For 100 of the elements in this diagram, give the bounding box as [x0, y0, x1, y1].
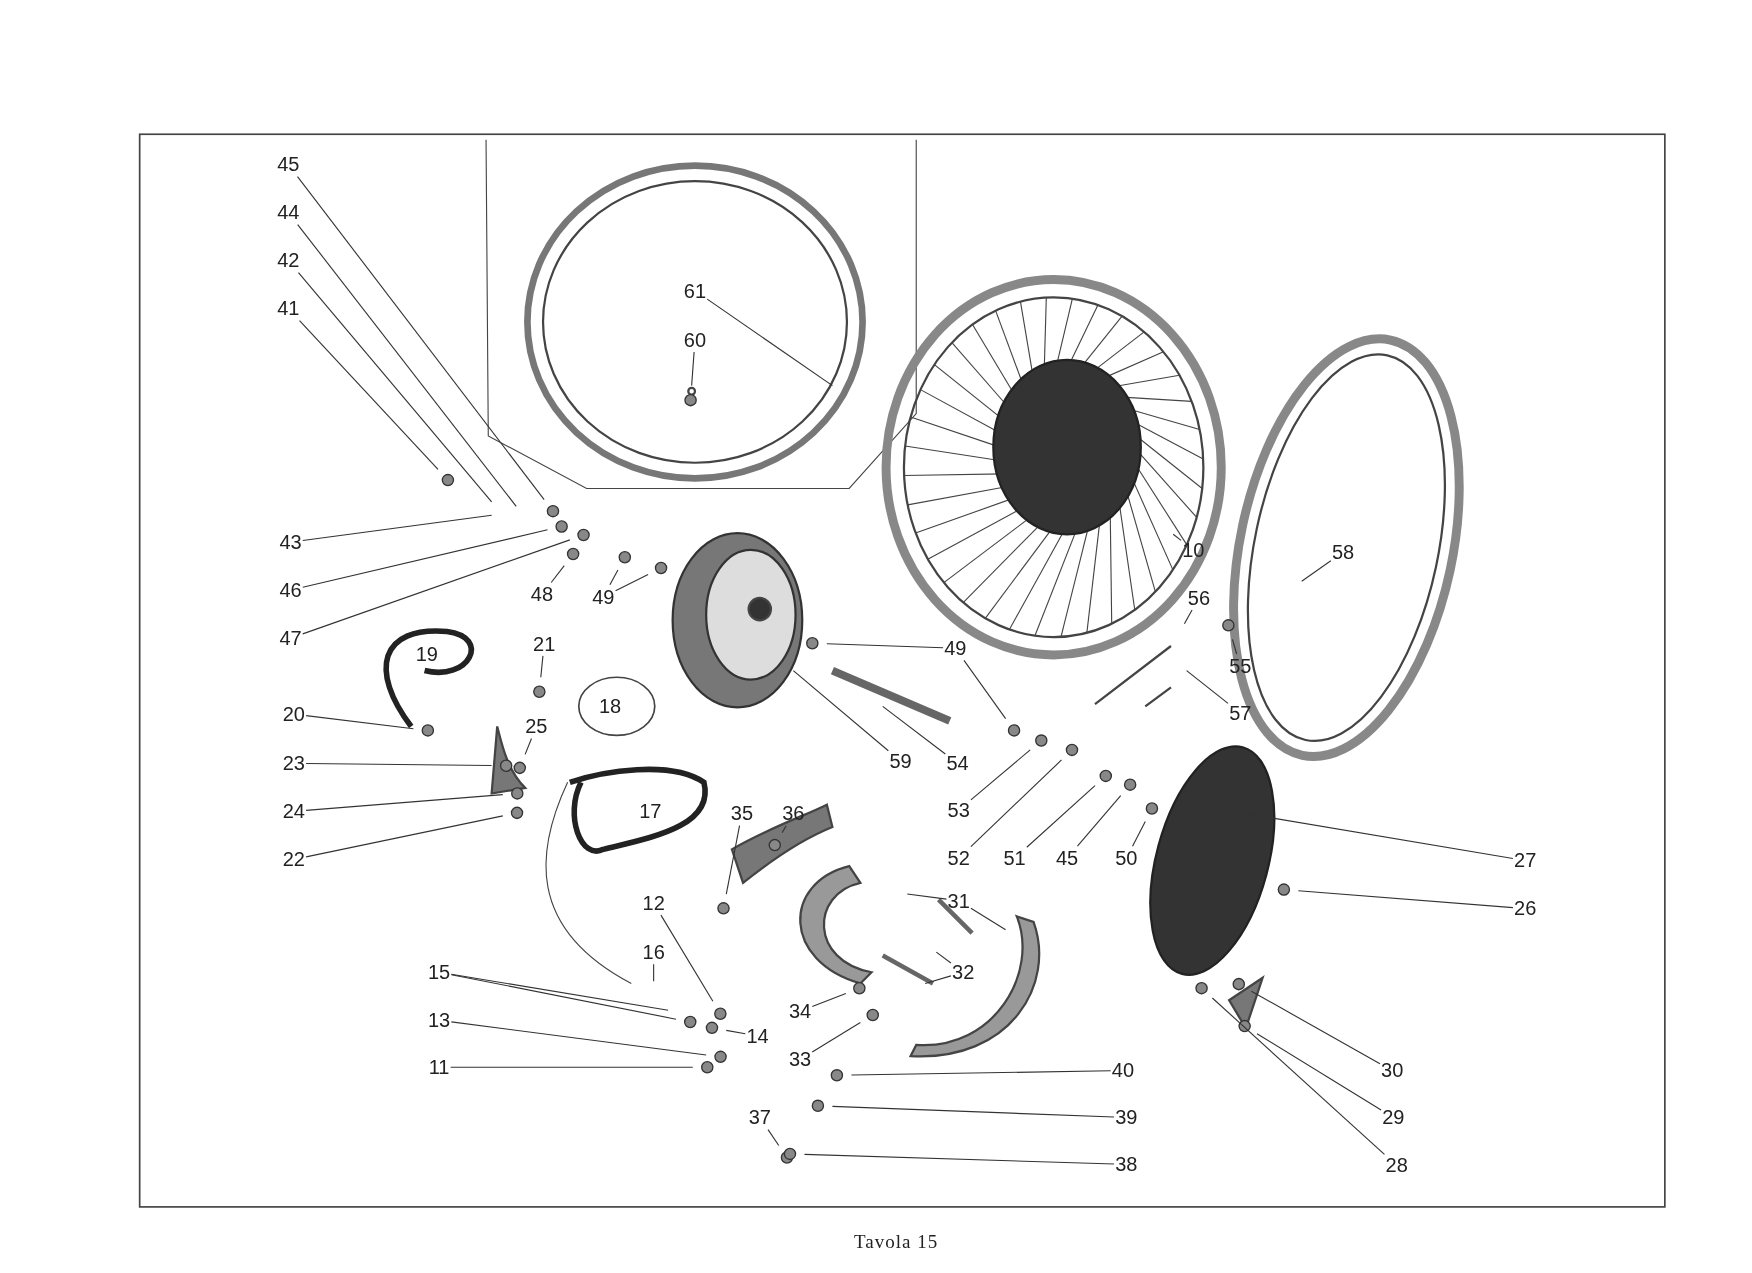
callout-number: 57	[1229, 701, 1252, 724]
callout-number: 16	[642, 940, 665, 963]
callout-number: 11	[428, 1056, 450, 1079]
callout-number: 59	[889, 749, 912, 772]
callout-number: 22	[282, 848, 305, 871]
leader-line	[725, 1029, 746, 1035]
leader-line	[882, 705, 946, 755]
leader-line	[450, 1021, 707, 1056]
leader-line	[831, 1105, 1115, 1118]
leader-line	[781, 825, 787, 834]
callout-number: 60	[683, 328, 707, 351]
leader-line	[935, 951, 952, 964]
callout-number: 35	[730, 802, 754, 825]
leader-line	[924, 975, 952, 984]
leader-line	[850, 1070, 1112, 1076]
callout-number: 61	[683, 279, 707, 302]
leader-line	[1131, 820, 1146, 847]
leader-line	[297, 224, 517, 507]
callout-number: 56	[1187, 586, 1211, 609]
leader-line	[302, 529, 549, 588]
callout-number: 33	[788, 1048, 812, 1071]
leader-line	[706, 298, 833, 387]
callout-number: 53	[947, 799, 970, 822]
callout-number: 28	[1385, 1154, 1408, 1177]
leader-line	[660, 914, 714, 1002]
leader-line	[305, 794, 504, 811]
callout-number: 38	[1115, 1153, 1138, 1176]
leader-line	[540, 655, 544, 678]
callout-number: 52	[947, 847, 970, 870]
leader-line	[1301, 560, 1332, 582]
callout-number: 51	[1003, 847, 1026, 870]
leader-line	[1256, 1033, 1382, 1111]
leader-line	[1231, 638, 1238, 655]
leader-line	[811, 1022, 861, 1053]
leader-line	[691, 351, 695, 387]
leader-line	[767, 1129, 780, 1146]
callout-number: 37	[748, 1106, 771, 1129]
leader-line	[963, 659, 1007, 720]
callout-number: 47	[279, 627, 302, 649]
callout-number: 49	[592, 585, 615, 608]
callout-number: 58	[1331, 540, 1355, 563]
callout-number: 42	[277, 249, 300, 272]
callout-number: 44	[277, 201, 300, 224]
callout-number: 54	[946, 752, 969, 775]
callout-number: 45	[1055, 847, 1079, 870]
callout-number: 13	[428, 1009, 451, 1032]
callout-number: 15	[428, 961, 451, 984]
leader-line	[1026, 785, 1096, 848]
leader-line	[1297, 890, 1514, 909]
leader-line	[450, 974, 677, 1020]
leader-line	[970, 759, 1063, 848]
callout-number: 39	[1115, 1106, 1138, 1129]
leader-line	[1183, 609, 1193, 625]
callout-number: 49	[944, 637, 967, 660]
leader-line	[609, 569, 619, 586]
leader-line	[1172, 533, 1182, 541]
part-number: 19	[415, 642, 438, 665]
callout-number: 55	[1229, 654, 1252, 677]
leader-line	[1076, 795, 1122, 847]
callout-number: 27	[1514, 849, 1537, 872]
leader-line	[305, 715, 414, 730]
callout-number: 23	[282, 752, 305, 775]
callout-number: 45	[277, 153, 300, 176]
callout-number: 31	[947, 889, 970, 912]
leader-line	[450, 1066, 694, 1068]
callout-number: 12	[642, 891, 665, 914]
callout-number: 26	[1514, 897, 1537, 920]
leader-line	[970, 907, 1007, 931]
callout-number: 50	[1115, 847, 1138, 870]
callout-number: 24	[282, 800, 305, 823]
leader-line	[297, 272, 493, 503]
leader-line	[906, 893, 947, 900]
callout-number: 40	[1111, 1059, 1135, 1082]
leader-line	[299, 320, 439, 470]
callout-number: 43	[279, 530, 302, 553]
leader-line	[792, 670, 889, 752]
leader-line	[970, 749, 1031, 801]
callout-number: 34	[788, 1000, 812, 1023]
leader-line	[296, 176, 545, 501]
leader-line	[653, 963, 655, 982]
leader-line	[550, 565, 565, 584]
leader-line	[803, 1153, 1115, 1165]
leader-line	[811, 992, 847, 1008]
leader-line	[1211, 997, 1385, 1155]
callout-number: 21	[533, 632, 556, 655]
leader-line	[305, 815, 504, 858]
callout-number: 29	[1382, 1106, 1405, 1129]
leader-line	[524, 738, 533, 755]
leader-line	[305, 762, 493, 767]
callout-number: 10	[1182, 538, 1205, 561]
callout-number: 25	[525, 715, 548, 738]
callout-number: 32	[952, 961, 975, 984]
callout-number: 20	[282, 703, 305, 725]
part-number: 17	[639, 800, 662, 823]
callout-number: 14	[746, 1024, 769, 1047]
leader-line	[725, 825, 741, 895]
part-number: 18	[598, 695, 622, 718]
leader-line	[302, 539, 571, 635]
callout-number: 30	[1381, 1059, 1404, 1082]
caption: Tavola 15	[854, 1231, 939, 1254]
